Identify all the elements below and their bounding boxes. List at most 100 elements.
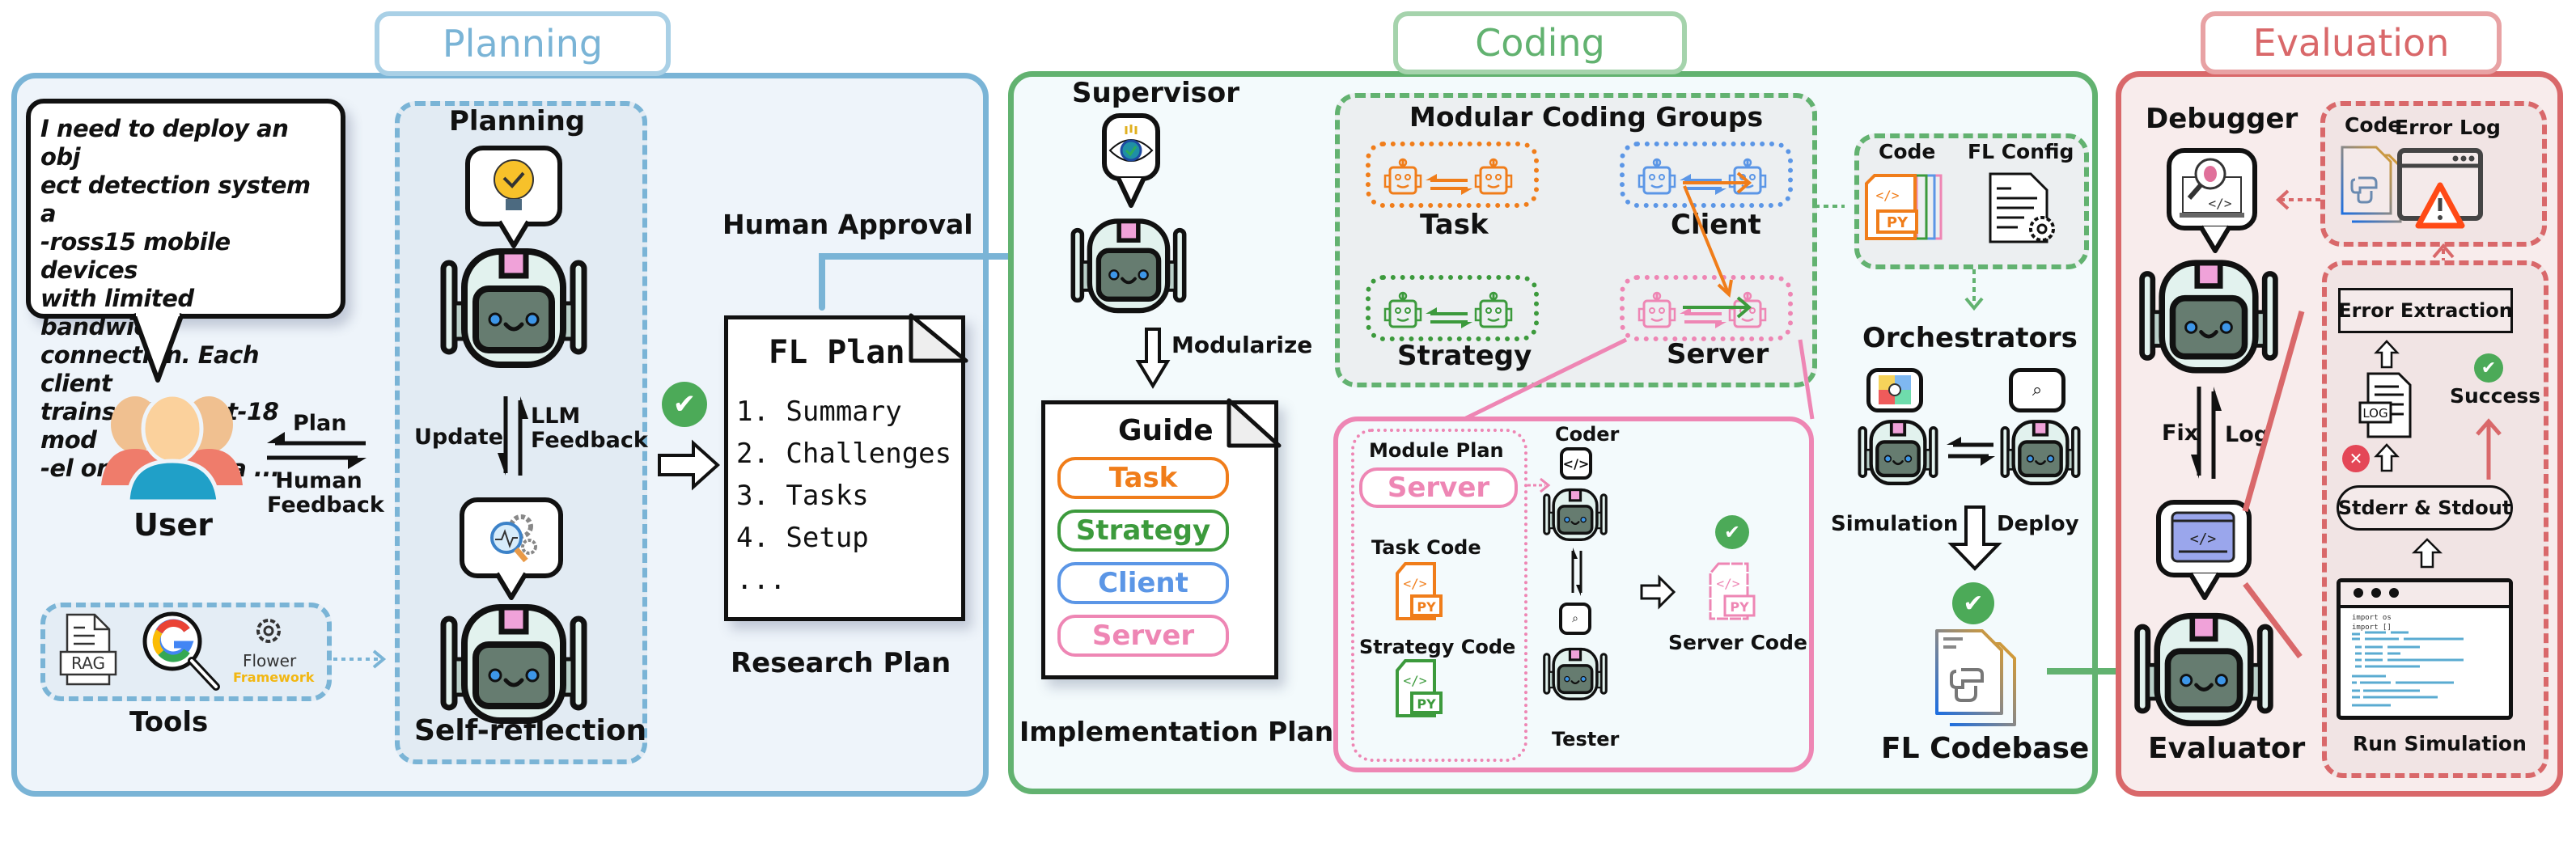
modular-coding-groups-title: Modular Coding Groups	[1409, 101, 1764, 133]
server-code-file-icon: </> PY	[1709, 562, 1756, 620]
terminal-to-stdio-arrow	[2411, 538, 2443, 569]
server-zoom-connectors	[1463, 337, 1815, 421]
fl-codebase-label: FL Codebase	[1881, 732, 2090, 765]
evaluator-bubble-tail	[2188, 572, 2222, 600]
evaluator-thought-bubble: </>	[2156, 500, 2252, 577]
module-plan-label: Module Plan	[1369, 439, 1504, 462]
orchestrator-inspect-bubble: ⌕	[2009, 368, 2065, 412]
group-label-strategy: Strategy	[1397, 340, 1532, 372]
human-feedback-label: Human Feedback	[267, 468, 384, 518]
orchestrator-puzzle-bubble	[1866, 368, 1923, 412]
svg-text:PY: PY	[1417, 696, 1436, 712]
stdio-to-success-arrow	[2476, 418, 2502, 480]
python-codebase-icon	[1935, 629, 2016, 726]
group-flow-arrows	[1683, 171, 1845, 319]
module-plan-value: Server	[1359, 467, 1518, 508]
log-to-extraction-arrow	[2374, 340, 2400, 369]
strategy-code-file-icon: </> PY	[1396, 659, 1443, 717]
fl-plan-document: FL Plan 1. Summary 2. Challenges 3. Task…	[724, 315, 965, 621]
supervisor-label: Supervisor	[1072, 77, 1240, 109]
coding-group-strategy	[1366, 275, 1539, 341]
google-search-icon	[142, 611, 220, 691]
svg-text:PY: PY	[1417, 599, 1436, 615]
fix-log-arrows	[2191, 387, 2222, 479]
planning-thought-bubble	[465, 146, 562, 226]
llm-feedback-label: LLM Feedback	[531, 404, 648, 453]
task-code-file-icon: </> PY	[1396, 562, 1443, 620]
fl-plan-items: 1. Summary 2. Challenges 3. Tasks 4. Set…	[736, 391, 951, 601]
tools-label: Tools	[129, 706, 209, 738]
puzzle-icon	[1879, 375, 1911, 404]
user-group-icon	[101, 392, 243, 504]
user-request-bubble: I need to deploy an obj ect detection sy…	[26, 99, 345, 482]
planning-bubble-tail	[497, 220, 531, 248]
coding-group-task	[1366, 142, 1539, 208]
success-label: Success	[2450, 384, 2541, 408]
coder-tester-arrows	[1571, 548, 1582, 596]
bidirectional-arrows	[267, 432, 366, 469]
evaluation-tab: Evaluation	[2201, 11, 2502, 74]
coding-tab-label: Coding	[1475, 21, 1605, 65]
coding-tab: Coding	[1393, 11, 1687, 74]
codebase-check-icon: ✔	[1952, 582, 1994, 624]
module-plan-to-coder-arrow	[1527, 477, 1551, 493]
implementation-plan-caption: Implementation Plan	[1019, 716, 1334, 747]
terminal-line: import []	[2352, 624, 2392, 632]
code-artifact-label: Code	[1879, 140, 1936, 163]
group-label-server: Server	[1667, 338, 1769, 370]
svg-text:</>: </>	[1717, 576, 1740, 591]
terminal-code-lines	[2352, 631, 2464, 707]
fl-plan-item: 2. Challenges	[736, 438, 952, 470]
stderr-stdout-label: Stderr & Stdout	[2337, 497, 2512, 519]
orchestrator-robot-1-icon	[1853, 419, 1943, 485]
module-inputs-box	[1351, 429, 1527, 762]
modularize-arrow	[1135, 328, 1171, 389]
simulation-deploy-arrow	[1947, 505, 2002, 571]
terminal-line: import os	[2352, 614, 2392, 622]
error-log-label: Error Log	[2395, 116, 2501, 139]
group-label-task: Task	[1420, 209, 1489, 241]
group-label-client: Client	[1671, 209, 1761, 241]
svg-text:RAG: RAG	[71, 653, 105, 673]
rag-document-icon: RAG	[59, 613, 117, 686]
error-extraction-box: Error Extraction	[2338, 288, 2513, 333]
fl-plan-title: FL Plan	[769, 334, 905, 371]
error-log-window-icon	[2397, 148, 2483, 229]
success-check-icon: ✔	[2474, 353, 2503, 383]
fl-config-file-icon	[1989, 172, 2055, 243]
tools-dotted-arrow	[333, 649, 387, 669]
guide-module-server: Server	[1057, 615, 1229, 657]
fl-plan-item: 3. Tasks	[736, 480, 869, 512]
supervisor-robot-icon	[1068, 209, 1189, 322]
code-to-debugger-arrow	[2276, 189, 2320, 210]
stderr-stdout-box: Stderr & Stdout	[2337, 485, 2513, 531]
svg-text:</>: </>	[1876, 188, 1900, 203]
debugger-bubble-tail	[2198, 225, 2232, 253]
flower-gear-icon	[256, 619, 281, 643]
plan-approved-check-icon: ✔	[662, 382, 707, 427]
svg-text:</>: </>	[1404, 576, 1427, 591]
svg-text:</>: </>	[2190, 531, 2217, 548]
debugger-thought-bubble: </>	[2167, 148, 2257, 230]
agent-pair-icon	[1383, 291, 1513, 328]
user-label: User	[133, 507, 213, 543]
svg-text:</>: </>	[1404, 673, 1427, 688]
bubble-tail	[131, 311, 184, 383]
agent-pair-icon	[1638, 158, 1767, 195]
fl-plan-item: 1. Summary	[736, 395, 902, 428]
planning-robot-icon	[437, 247, 591, 368]
update-feedback-arrows	[498, 396, 528, 476]
svg-text:PY: PY	[1730, 599, 1749, 615]
tester-label: Tester	[1552, 728, 1620, 751]
planning-tab: Planning	[375, 11, 671, 76]
orchestrator-exchange-arrows	[1947, 437, 1995, 466]
guide-module-task: Task	[1057, 457, 1229, 499]
fl-config-label: FL Config	[1968, 140, 2074, 163]
research-plan-caption: Research Plan	[731, 647, 951, 679]
terminal-window: import os import []	[2337, 578, 2513, 720]
supervisor-thought-bubble	[1102, 113, 1160, 181]
bug-inspect-icon: </>	[2180, 158, 2244, 218]
eye-check-icon	[1108, 125, 1154, 162]
guide-title: Guide	[1118, 414, 1214, 447]
strategy-code-label: Strategy Code	[1359, 636, 1516, 658]
